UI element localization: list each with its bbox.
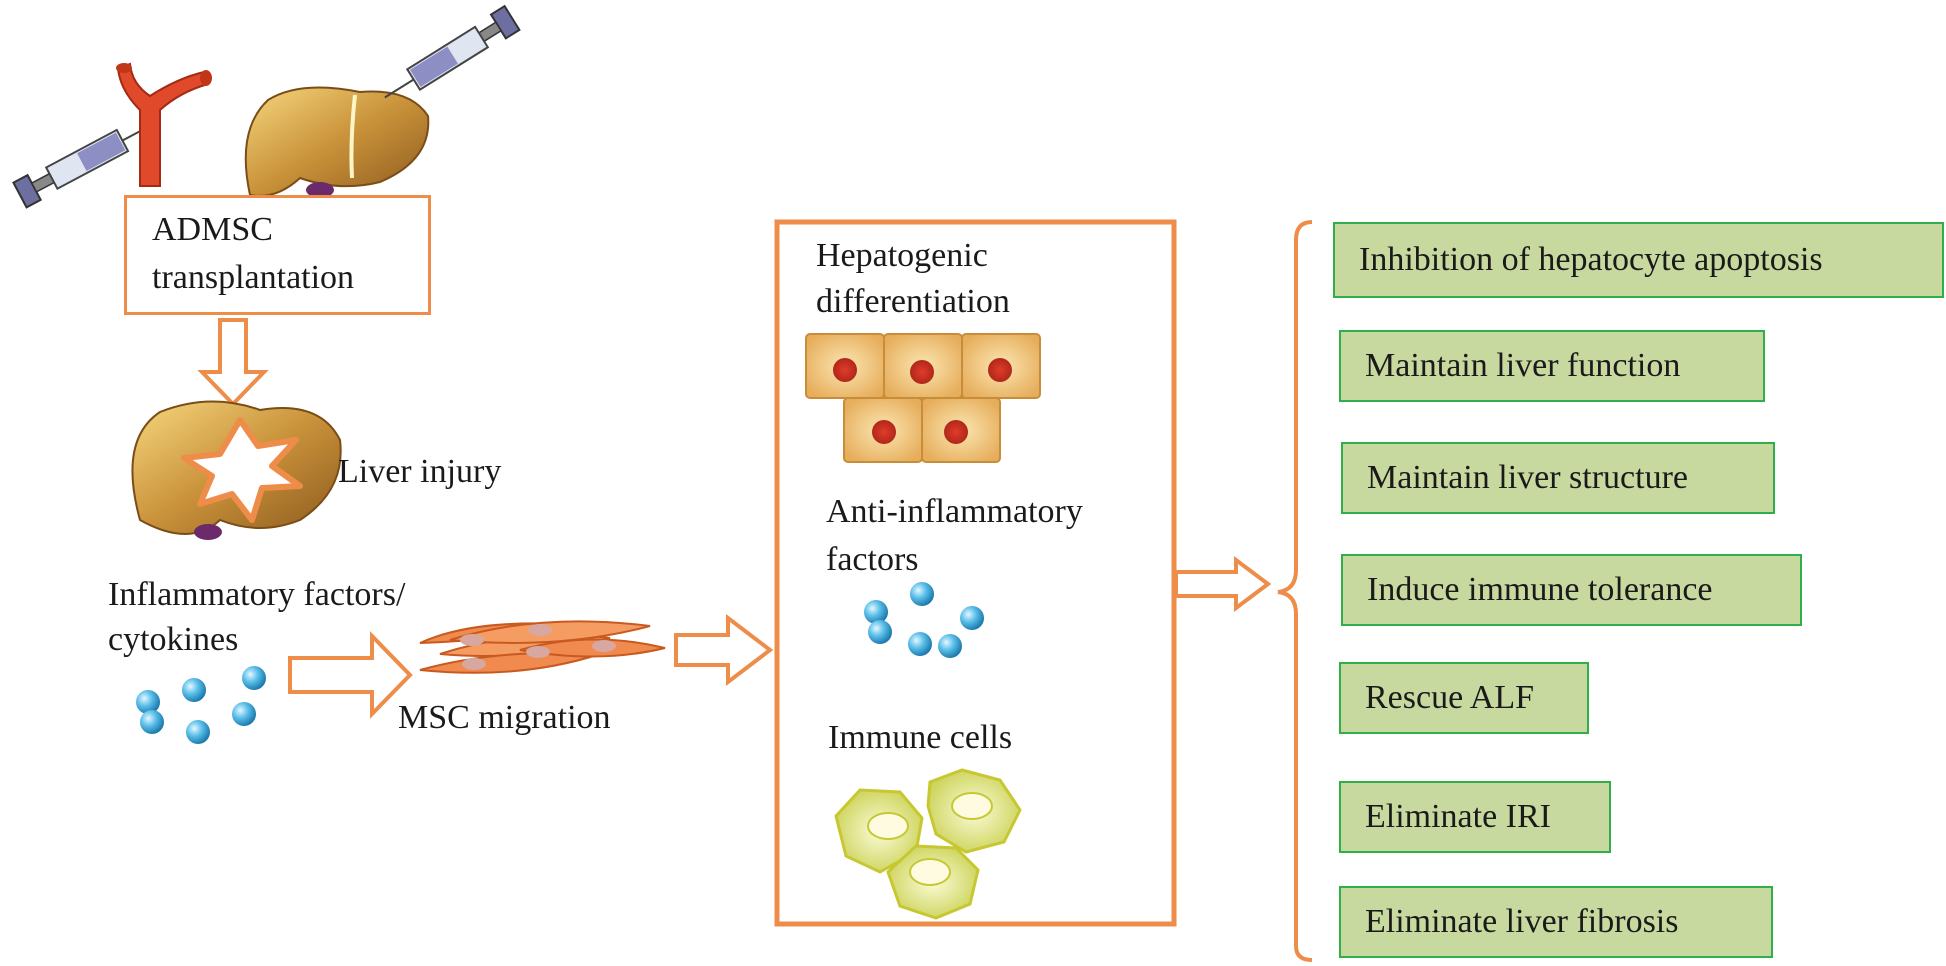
outcome-box: Eliminate IRI [1339,781,1611,853]
transplantation-label-line1: ADMSC [152,211,273,248]
anti-inflammatory-label-line2: factors [826,541,919,578]
hepatogenic-label-line2: differentiation [816,283,1010,320]
injured-liver-icon [131,400,342,540]
blood-vessel-icon [116,62,212,187]
transplantation-label-line2: transplantation [152,259,355,296]
outcome-box: Maintain liver structure [1341,442,1775,514]
syringe-icon [12,123,153,209]
msc-icon [419,620,666,674]
outcome-arrow [1174,556,1272,612]
immune-cells-label: Immune cells [828,719,1013,756]
outcome-box: Maintain liver function [1339,330,1765,402]
anti-inflammatory-factor-icon [864,582,984,658]
to-mechanism-arrow [674,613,774,687]
outcome-box: Eliminate liver fibrosis [1339,886,1773,958]
outcome-box: Rescue ALF [1339,662,1589,734]
syringe-icon [384,4,521,99]
hepatocyte-icon [805,333,1041,463]
anti-inflammatory-label-line1: Anti-inflammatory [826,493,1083,530]
liver-injury-label: Liver injury [338,453,502,490]
hepatogenic-label-line1: Hepatogenic [816,237,988,274]
msc-migration-label: MSC migration [398,699,611,736]
immune-cell-icon [834,768,1022,920]
outcome-box: Inhibition of hepatocyte apoptosis [1333,222,1944,298]
inflammatory-label-line1: Inflammatory factors/ [108,576,406,613]
transplantation-box [124,195,431,315]
inflammatory-label-line2: cytokines [108,621,239,658]
outcome-bracket [1277,220,1313,962]
outcome-box: Induce immune tolerance [1341,554,1802,626]
liver-icon [244,86,430,198]
migration-arrow [288,631,413,719]
cytokine-icon [136,666,266,744]
down-arrow [197,318,269,407]
